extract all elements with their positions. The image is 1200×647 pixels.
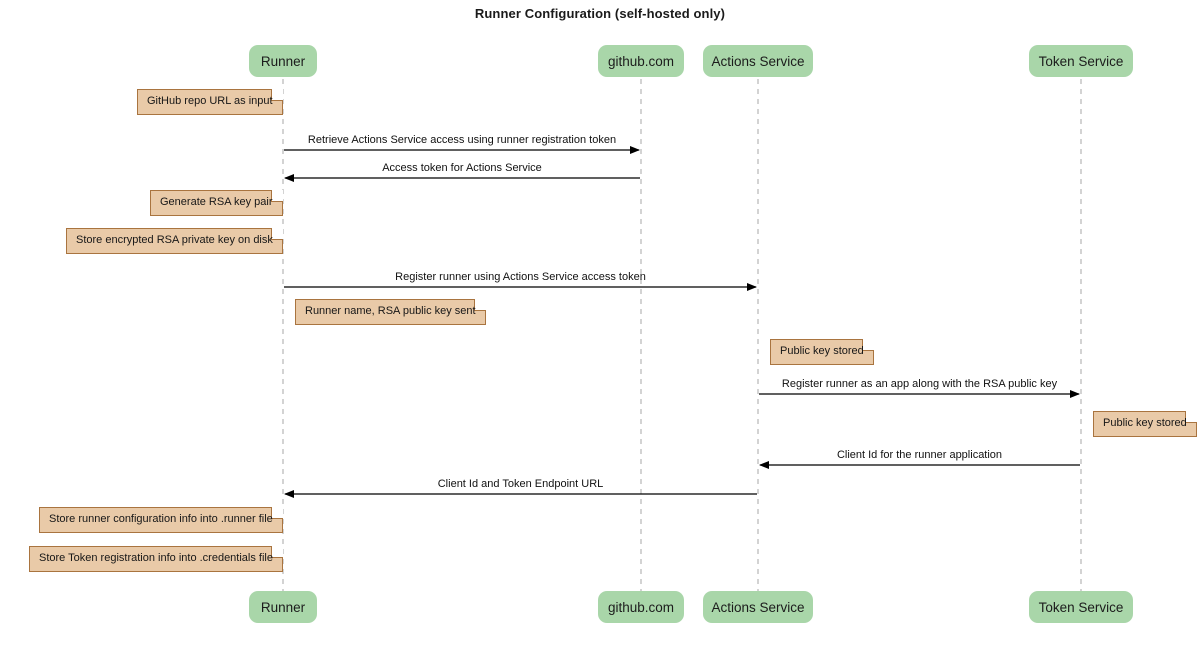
participant-bottom-actions-service[interactable]: Actions Service [703, 591, 813, 623]
note-box-1: Generate RSA key pair [150, 190, 283, 216]
message-label-3: Register runner as an app along with the… [781, 378, 1058, 390]
note-text-0: GitHub repo URL as input [147, 95, 273, 107]
participant-top-github-com[interactable]: github.com [598, 45, 684, 77]
note-box-4: Public key stored [770, 339, 874, 365]
note-box-0: GitHub repo URL as input [137, 89, 283, 115]
note-text-3: Runner name, RSA public key sent [305, 305, 476, 317]
note-text-2: Store encrypted RSA private key on disk [76, 234, 273, 246]
note-box-6: Store runner configuration info into .ru… [39, 507, 283, 533]
note-text-1: Generate RSA key pair [160, 196, 273, 208]
page-title: Runner Configuration (self-hosted only) [474, 6, 726, 21]
note-box-7: Store Token registration info into .cred… [29, 546, 283, 572]
participant-bottom-token-service[interactable]: Token Service [1029, 591, 1133, 623]
message-label-2: Register runner using Actions Service ac… [395, 271, 646, 283]
message-label-0: Retrieve Actions Service access using ru… [307, 134, 617, 146]
participant-top-actions-service[interactable]: Actions Service [703, 45, 813, 77]
lifelines [282, 79, 1082, 591]
message-label-4: Client Id for the runner application [836, 449, 1003, 461]
note-text-4: Public key stored [780, 345, 864, 357]
note-box-5: Public key stored [1093, 411, 1197, 437]
note-text-5: Public key stored [1103, 417, 1187, 429]
message-label-1: Access token for Actions Service [382, 162, 542, 174]
participant-top-runner[interactable]: Runner [249, 45, 317, 77]
note-text-7: Store Token registration info into .cred… [39, 552, 273, 564]
participant-bottom-runner[interactable]: Runner [249, 591, 317, 623]
message-label-5: Client Id and Token Endpoint URL [437, 478, 604, 490]
participant-top-token-service[interactable]: Token Service [1029, 45, 1133, 77]
note-box-2: Store encrypted RSA private key on disk [66, 228, 283, 254]
note-text-6: Store runner configuration info into .ru… [49, 513, 273, 525]
participant-bottom-github-com[interactable]: github.com [598, 591, 684, 623]
note-box-3: Runner name, RSA public key sent [295, 299, 486, 325]
message-arrows [284, 146, 1080, 498]
